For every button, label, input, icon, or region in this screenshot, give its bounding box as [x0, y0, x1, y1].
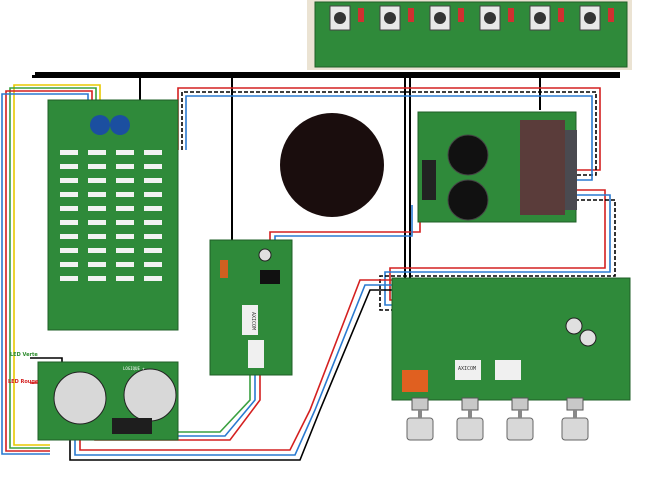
capacitor-icon — [579, 329, 597, 347]
axicom-relay-label: AXICOM — [250, 311, 257, 331]
rca-jack-icon — [379, 5, 414, 31]
mid-relay-board — [209, 239, 293, 376]
capacitor-icon — [258, 248, 272, 262]
capacitor-icon — [110, 115, 130, 135]
capacitor-icon — [123, 368, 177, 422]
potentiometer-knob-icon — [561, 397, 589, 441]
toroidal-transformer-icon — [280, 113, 384, 217]
potentiometer-knob-icon — [406, 397, 434, 441]
capacitor-icon — [90, 115, 110, 135]
ground-bus — [32, 72, 620, 280]
potentiometer-knob-icon — [456, 397, 484, 441]
power-amp-board-left — [47, 99, 179, 331]
rca-jack-icon — [329, 5, 364, 31]
capacitor-icon — [565, 317, 583, 335]
relay-icon — [455, 360, 481, 380]
power-supply-board — [417, 111, 577, 223]
capacitor-icon — [447, 179, 489, 221]
relay-icon — [242, 305, 258, 335]
capacitor-icon — [53, 371, 107, 425]
relay-icon — [495, 360, 521, 380]
rca-jack-icon — [479, 5, 514, 31]
led-red-label: LED Rouge — [8, 379, 39, 385]
psu-board-text: LOGIQUE + — [123, 366, 145, 371]
potentiometer-knob-icon — [506, 397, 534, 441]
rear-input-output-panel — [307, 0, 632, 70]
rca-jack-icon — [529, 5, 564, 31]
wire-harness — [1, 84, 616, 461]
led-green-label: LED Verte — [10, 352, 38, 358]
relay-icon — [248, 340, 264, 368]
rca-jack-icon — [429, 5, 464, 31]
axicom-relay-big-label: AXICOM — [458, 366, 477, 372]
rca-jack-icon — [579, 5, 614, 31]
logic-psu-board — [37, 361, 179, 441]
preamp-tone-board — [391, 277, 631, 441]
capacitor-icon — [447, 134, 489, 176]
